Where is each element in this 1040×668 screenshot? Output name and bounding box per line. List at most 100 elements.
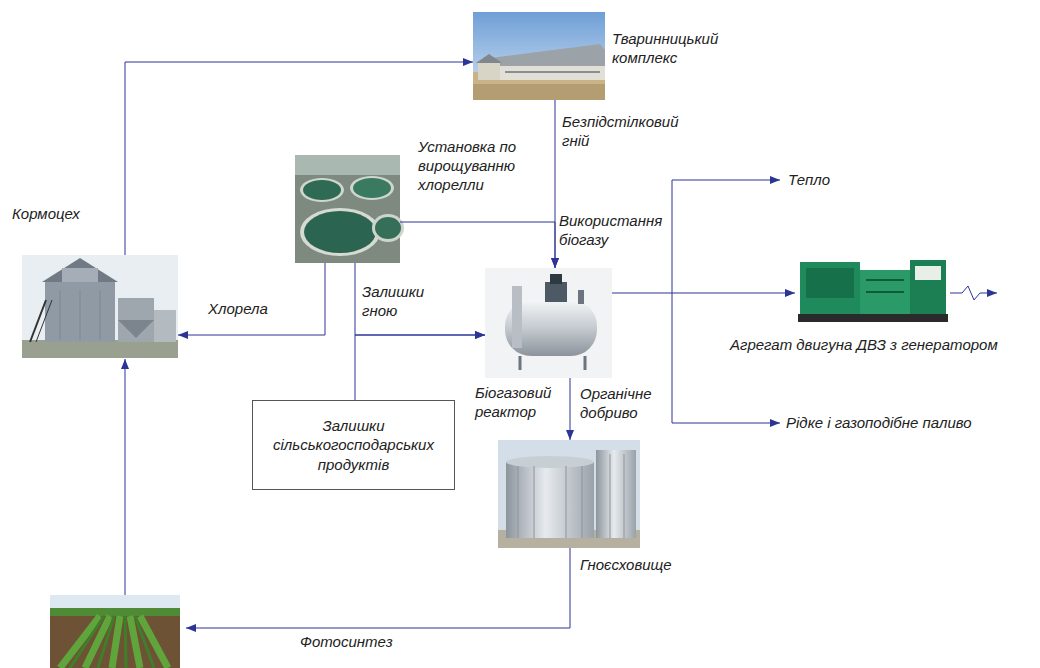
engine-generator-photo bbox=[795, 252, 950, 325]
chlorella-pools-photo bbox=[303, 180, 341, 200]
photo-node: Установка по вирощуванню хлорелли bbox=[295, 155, 400, 263]
biogas-reactor-photo bbox=[512, 286, 522, 348]
flow-label: Безпідстілковий гній bbox=[562, 113, 694, 151]
crop-field-photo bbox=[70, 616, 154, 668]
crop-field-photo bbox=[50, 595, 180, 668]
flow-line bbox=[125, 180, 997, 628]
crop-field-photo bbox=[50, 595, 180, 668]
node-caption: Установка по вирощуванню хлорелли bbox=[418, 138, 536, 194]
livestock-complex-photo bbox=[473, 12, 605, 100]
manure-storage-photo bbox=[498, 440, 640, 548]
flow-arrow bbox=[355, 335, 485, 400]
manure-storage-photo bbox=[566, 466, 567, 538]
feed-mill-photo bbox=[118, 298, 154, 342]
livestock-complex-photo bbox=[505, 71, 600, 73]
crop-field-photo bbox=[60, 616, 168, 668]
engine-generator-photo bbox=[860, 270, 910, 314]
manure-storage-photo bbox=[610, 454, 611, 538]
note-label: Тепло bbox=[788, 171, 908, 190]
feed-mill-photo bbox=[45, 280, 115, 342]
node-caption: Гноєсховище bbox=[580, 556, 700, 575]
manure-storage-photo bbox=[518, 466, 519, 538]
flow-label: Використання біогазу bbox=[559, 212, 671, 250]
node-caption: Біогазовий реактор bbox=[475, 384, 567, 422]
node-caption: Агрегат двигуна ДВЗ з генератором bbox=[730, 336, 1030, 355]
livestock-complex-photo bbox=[478, 62, 500, 80]
biogas-reactor-photo bbox=[584, 356, 587, 370]
flow-arrow bbox=[612, 293, 795, 294]
note-label: Рідке і газоподібне паливо bbox=[786, 414, 1026, 433]
feed-mill-photo bbox=[118, 320, 154, 338]
flow-arrow bbox=[355, 263, 485, 335]
chlorella-pools-photo bbox=[295, 155, 404, 263]
photo-node: Біогазовий реактор bbox=[485, 268, 612, 378]
process-box: Залишки сільськогосподарських продуктів bbox=[252, 400, 455, 490]
biogas-reactor-photo bbox=[519, 356, 522, 370]
photo-node: Агрегат двигуна ДВЗ з генератором bbox=[795, 252, 950, 325]
flow-line bbox=[672, 293, 780, 423]
manure-storage-photo bbox=[534, 466, 535, 538]
feed-mill-photo bbox=[80, 290, 81, 340]
box-text: Залишки сільськогосподарських продуктів bbox=[253, 412, 454, 479]
flow-label: Залишки гною bbox=[362, 283, 437, 321]
engine-generator-photo bbox=[866, 279, 904, 281]
livestock-complex-photo bbox=[490, 44, 605, 76]
biogas-reactor-photo bbox=[578, 290, 584, 304]
chlorella-pools-photo bbox=[300, 208, 380, 256]
flow-arrow bbox=[570, 378, 571, 440]
chlorella-pools-photo bbox=[375, 217, 401, 239]
chlorella-pools-photo bbox=[300, 178, 344, 202]
flow-label: Хлорела bbox=[208, 300, 288, 319]
chlorella-pools-photo bbox=[350, 176, 394, 200]
chlorella-pools-photo bbox=[304, 211, 376, 253]
feed-mill-photo bbox=[22, 340, 178, 358]
crop-field-photo bbox=[50, 608, 180, 616]
feed-mill-photo bbox=[22, 255, 178, 358]
flow-arrow bbox=[178, 263, 325, 335]
photo-node: Кормоцех bbox=[22, 255, 178, 358]
flow-arrow bbox=[400, 222, 555, 268]
livestock-complex-photo bbox=[476, 54, 502, 63]
manure-storage-photo bbox=[624, 454, 625, 538]
chlorella-pools-photo bbox=[295, 155, 400, 175]
flow-label: Органічне добриво bbox=[580, 385, 675, 423]
node-caption: Кормоцех bbox=[12, 205, 102, 224]
chlorella-pools-photo bbox=[353, 178, 391, 198]
engine-generator-photo bbox=[866, 291, 904, 293]
flow-line bbox=[125, 359, 126, 595]
biogas-reactor-photo bbox=[485, 268, 612, 378]
manure-storage-photo bbox=[498, 440, 640, 548]
feed-mill-photo bbox=[60, 290, 61, 340]
photo-node: Гноєсховище bbox=[498, 440, 640, 548]
manure-storage-photo bbox=[596, 450, 636, 538]
biogas-reactor-photo bbox=[545, 282, 567, 302]
engine-generator-photo bbox=[795, 252, 950, 325]
manure-storage-photo bbox=[582, 466, 583, 538]
feed-mill-photo bbox=[36, 300, 52, 342]
feed-mill-photo bbox=[62, 268, 98, 282]
livestock-complex-photo bbox=[473, 84, 605, 100]
chlorella-pools-photo bbox=[295, 155, 400, 263]
feed-mill-photo bbox=[42, 258, 118, 282]
livestock-complex-photo bbox=[490, 66, 605, 80]
flow-line bbox=[672, 180, 780, 293]
feed-mill-photo bbox=[154, 310, 176, 342]
engine-generator-photo bbox=[806, 268, 854, 298]
manure-storage-photo bbox=[506, 462, 594, 538]
flow-line bbox=[950, 286, 997, 300]
flow-line bbox=[186, 548, 570, 628]
photo-node: Тваринницький комплекс bbox=[473, 12, 605, 100]
chlorella-pools-photo bbox=[372, 214, 404, 242]
feed-mill-photo bbox=[100, 290, 101, 340]
biogas-reactor-photo bbox=[550, 274, 562, 284]
feed-mill-photo bbox=[22, 255, 178, 358]
engine-generator-photo bbox=[910, 260, 946, 314]
crop-field-photo bbox=[50, 612, 180, 668]
engine-generator-photo bbox=[915, 266, 941, 280]
node-caption: Тваринницький комплекс bbox=[612, 30, 730, 68]
note-label: Фотосинтез bbox=[300, 633, 440, 652]
